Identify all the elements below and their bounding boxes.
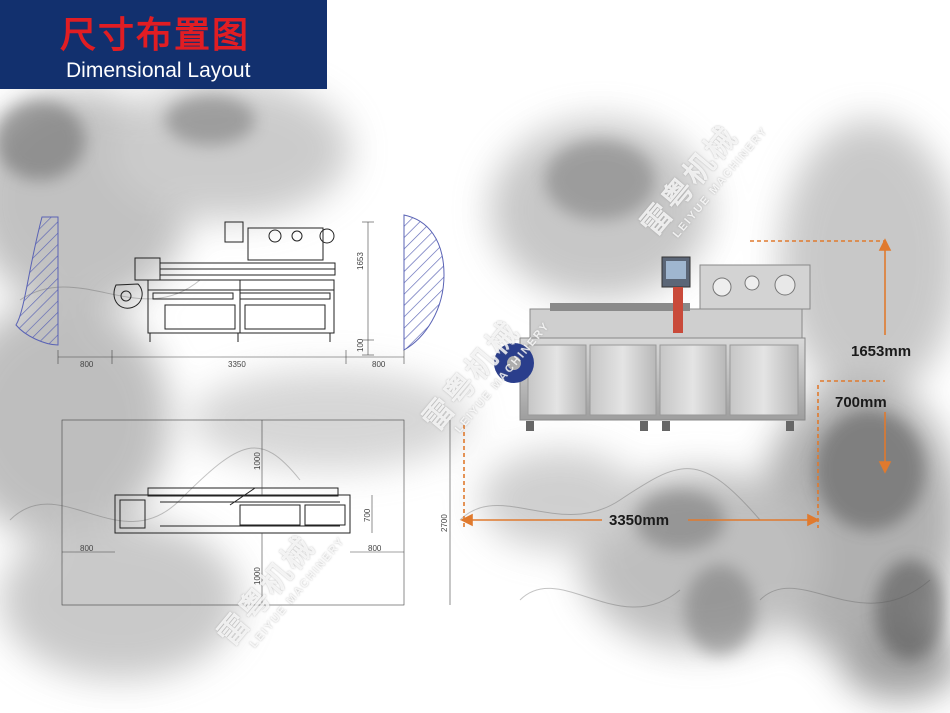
photo-height-total-label: 1653mm <box>851 343 912 360</box>
side-view-drawing: 800 3350 800 1653 100 <box>0 200 450 375</box>
top-view-left-clearance: 800 <box>80 544 94 553</box>
page-title-english: Dimensional Layout <box>66 59 251 82</box>
photo-length-label: 3350mm <box>609 512 670 529</box>
photo-height-base-label: 700mm <box>835 394 887 411</box>
side-view-right-clearance: 800 <box>372 360 386 369</box>
side-view-left-clearance: 800 <box>80 360 94 369</box>
blister-machine-photo <box>494 256 811 431</box>
side-view-length: 3350 <box>228 360 246 369</box>
top-view-drawing: 1000 1000 700 2700 800 800 <box>0 410 470 610</box>
side-view-linework <box>15 214 445 364</box>
top-view-linework <box>61 419 451 606</box>
page-title-chinese: 尺寸布置图 <box>60 15 251 56</box>
top-view-right-clearance: 800 <box>368 544 382 553</box>
title-banner: 尺寸布置图 Dimensional Layout <box>0 0 327 89</box>
